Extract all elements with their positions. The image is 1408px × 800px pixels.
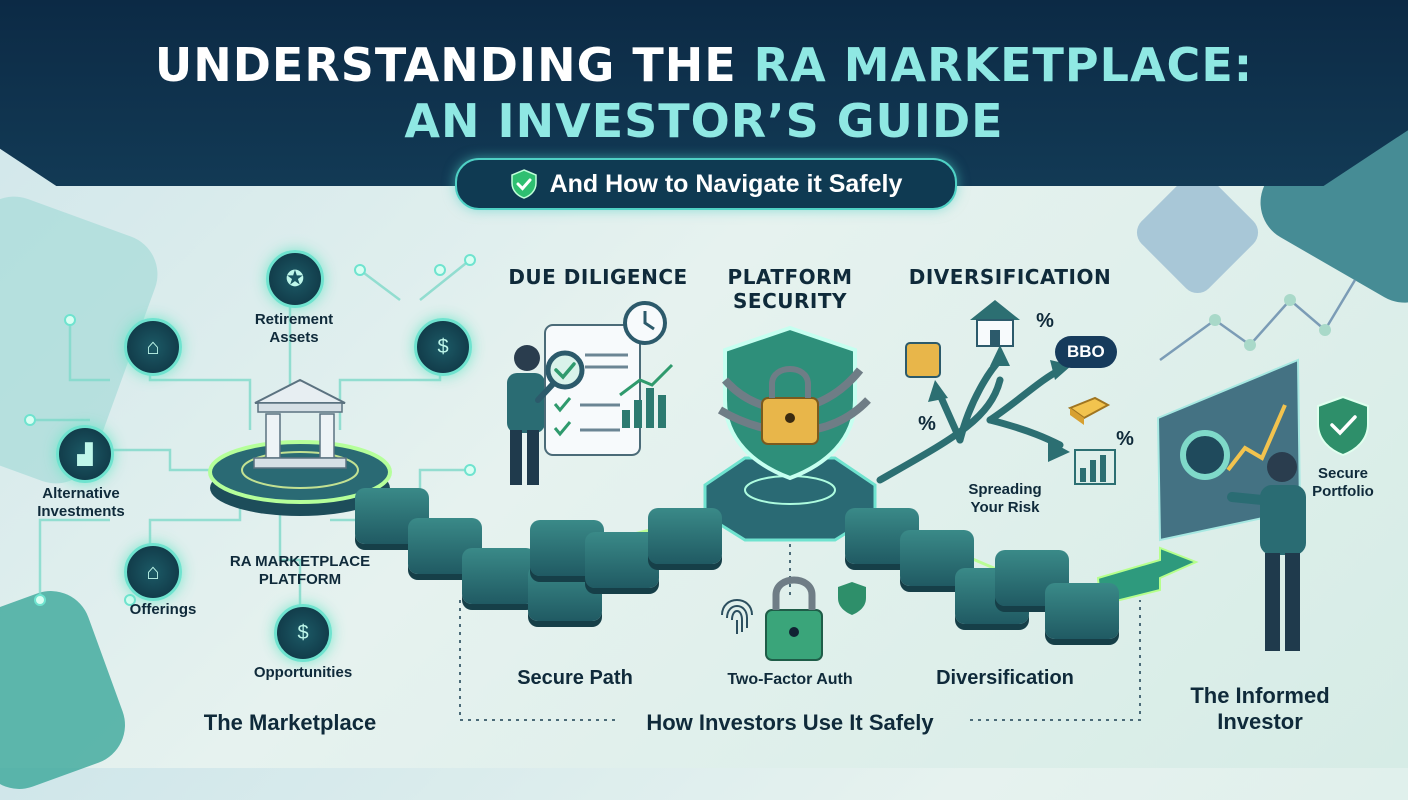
chart-icon: ▟ [77, 443, 93, 466]
secure-path-label: Secure Path [517, 667, 633, 689]
two-factor-auth-label: Two-Factor Auth [727, 671, 853, 688]
spreading-risk-caption-1: Spreading [968, 481, 1042, 498]
platform-label-line-1: RA MARKETPLACE [229, 553, 371, 570]
retirement-assets-node[interactable]: ✪ [266, 250, 324, 308]
platform-security-heading-2: SECURITY [733, 289, 847, 313]
shield-check-icon [510, 169, 537, 199]
platform-security-heading-1: PLATFORM [727, 265, 853, 289]
title-accent: RA MARKETPLACE: [753, 38, 1254, 92]
node-label-opportunities: Opportunities [253, 664, 353, 681]
subtitle-text: And How to Navigate it Safely [549, 169, 903, 198]
piggy-bank-icon: ✪ [285, 266, 305, 291]
path-tile[interactable] [585, 532, 659, 588]
node-label-retirement: Retirement Assets [254, 311, 334, 346]
title-text: UNDERSTANDING THE [154, 38, 754, 92]
path-tile[interactable] [462, 548, 536, 604]
page-title-line-1: UNDERSTANDING THE RA MARKETPLACE: [0, 38, 1408, 92]
diversification-label: Diversification [936, 667, 1074, 689]
path-tile[interactable] [648, 508, 722, 564]
informed-investor-label-1: The Informed [1190, 683, 1330, 708]
hand-coin-icon: $ [297, 621, 309, 644]
secure-portfolio-label-1: Secure [1317, 465, 1369, 482]
secure-portfolio-label-2: Portfolio [1312, 483, 1374, 500]
percent-sign-2: % [918, 413, 936, 435]
due-diligence-heading: DUE DILIGENCE [508, 265, 688, 289]
node-label-offerings: Offerings [129, 601, 197, 618]
informed-investor-label-2: Investor [1217, 709, 1303, 734]
spreading-risk-caption-2: Your Risk [970, 499, 1040, 516]
node-label-alternative: Alternative Investments [37, 485, 125, 520]
header-banner [0, 0, 1408, 186]
money-icon: $ [437, 335, 449, 358]
opportunities-node[interactable]: $ [274, 604, 332, 662]
subtitle-pill: And How to Navigate it Safely [455, 158, 957, 210]
alternative-investments-node[interactable]: ▟ [56, 425, 114, 483]
how-investors-use-safely-label: How Investors Use It Safely [646, 710, 934, 735]
bank-icon: ⌂ [146, 334, 160, 359]
money-node-top[interactable]: $ [414, 318, 472, 376]
percent-sign-3: % [1116, 428, 1134, 450]
platform-label-line-2: PLATFORM [258, 571, 342, 588]
offerings-node[interactable]: ⌂ [124, 543, 182, 601]
the-marketplace-label: The Marketplace [203, 710, 377, 735]
bank-icon: ⌂ [146, 559, 160, 584]
bbo-badge: BBO [1055, 336, 1117, 368]
path-tile[interactable] [1045, 583, 1119, 639]
bank-node-top[interactable]: ⌂ [124, 318, 182, 376]
page-title-line-2: AN INVESTOR’S GUIDE [404, 94, 1004, 148]
diversification-heading: DIVERSIFICATION [908, 265, 1112, 289]
diagram-lines [24, 254, 1369, 721]
percent-sign-1: % [1036, 310, 1054, 332]
